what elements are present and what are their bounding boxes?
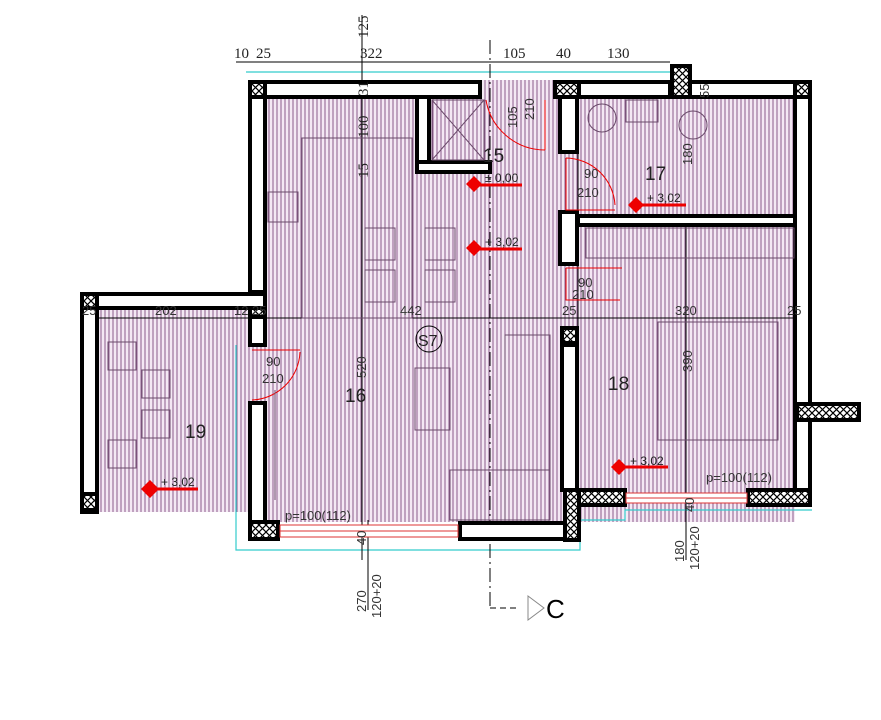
- svg-text:270: 270: [354, 590, 369, 612]
- door-labels: 90 210 90 210 90 210: [262, 166, 599, 386]
- svg-text:10: 10: [234, 46, 249, 62]
- svg-text:210: 210: [262, 371, 284, 386]
- svg-text:210: 210: [577, 185, 599, 200]
- furniture: [107, 99, 795, 521]
- svg-text:40: 40: [354, 531, 369, 545]
- svg-text:105: 105: [503, 46, 526, 62]
- svg-text:130: 130: [607, 46, 630, 62]
- svg-text:p=100(112): p=100(112): [285, 508, 351, 523]
- svg-text:120+20: 120+20: [687, 526, 702, 570]
- svg-text:± 0,00: ± 0,00: [485, 171, 519, 185]
- svg-text:25: 25: [562, 303, 576, 318]
- svg-text:210: 210: [572, 287, 594, 302]
- svg-text:55: 55: [697, 84, 712, 98]
- svg-text:40: 40: [682, 498, 697, 512]
- svg-text:320: 320: [675, 303, 697, 318]
- svg-text:442: 442: [400, 303, 422, 318]
- room-18-label: 18: [608, 374, 629, 395]
- svg-text:90: 90: [266, 354, 280, 369]
- svg-text:105: 105: [505, 106, 520, 128]
- window-labels: p=100(112) 40 270 120+20 p=100(112) 40 1…: [285, 470, 772, 618]
- section-marker: C: [527, 594, 565, 624]
- svg-text:180: 180: [672, 540, 687, 562]
- svg-text:520: 520: [354, 356, 369, 378]
- svg-text:25: 25: [256, 46, 271, 62]
- svg-text:25: 25: [787, 303, 801, 318]
- svg-text:322: 322: [360, 46, 383, 62]
- room-15-label: 15: [483, 146, 504, 167]
- level-marker-19: + 3,02: [141, 475, 198, 498]
- svg-text:25: 25: [252, 303, 266, 318]
- svg-text:C: C: [546, 594, 565, 624]
- svg-text:90: 90: [584, 166, 598, 181]
- apartment-label: S7: [418, 333, 438, 350]
- interior-dimensions: 31 100 15 105 210 55 180 442 520 320 390…: [82, 81, 801, 378]
- room-labels: 15 16 17 18 19 S7: [185, 146, 666, 443]
- level-marker-18: + 3,02: [611, 454, 668, 475]
- svg-text:p=100(112): p=100(112): [706, 470, 772, 485]
- level-marker-hall: + 3,02: [466, 235, 522, 256]
- svg-text:125: 125: [356, 16, 372, 39]
- svg-text:+ 3,02: + 3,02: [647, 191, 681, 205]
- svg-text:12: 12: [234, 303, 248, 318]
- walls: [80, 64, 861, 542]
- svg-text:202: 202: [155, 303, 177, 318]
- svg-text:180: 180: [680, 143, 695, 165]
- top-dimensions: 10 25 322 105 40 130 125: [234, 16, 630, 63]
- svg-text:15: 15: [356, 163, 372, 178]
- svg-text:390: 390: [680, 350, 695, 372]
- svg-text:25: 25: [82, 303, 96, 318]
- room-17-label: 17: [645, 164, 666, 185]
- windows: [279, 492, 748, 538]
- svg-text:40: 40: [556, 46, 571, 62]
- svg-text:+ 3,02: + 3,02: [630, 454, 664, 468]
- doors: [251, 99, 622, 401]
- room-16-label: 16: [345, 386, 366, 407]
- floor-area: [97, 80, 795, 522]
- svg-text:+ 3,02: + 3,02: [161, 475, 195, 489]
- apartment-marker: [415, 325, 443, 353]
- level-markers: ± 0,00 + 3,02 + 3,02 + 3,02 + 3,02: [141, 171, 686, 498]
- svg-text:31: 31: [356, 81, 372, 96]
- room-19-label: 19: [185, 422, 206, 443]
- dimension-lines: [80, 15, 812, 610]
- level-marker-17: + 3,02: [628, 191, 686, 213]
- level-marker-15: ± 0,00: [466, 171, 522, 192]
- svg-text:120+20: 120+20: [369, 574, 384, 618]
- svg-text:+ 3,02: + 3,02: [485, 235, 519, 249]
- svg-text:100: 100: [356, 116, 372, 139]
- svg-text:90: 90: [578, 275, 592, 290]
- svg-text:210: 210: [522, 98, 537, 120]
